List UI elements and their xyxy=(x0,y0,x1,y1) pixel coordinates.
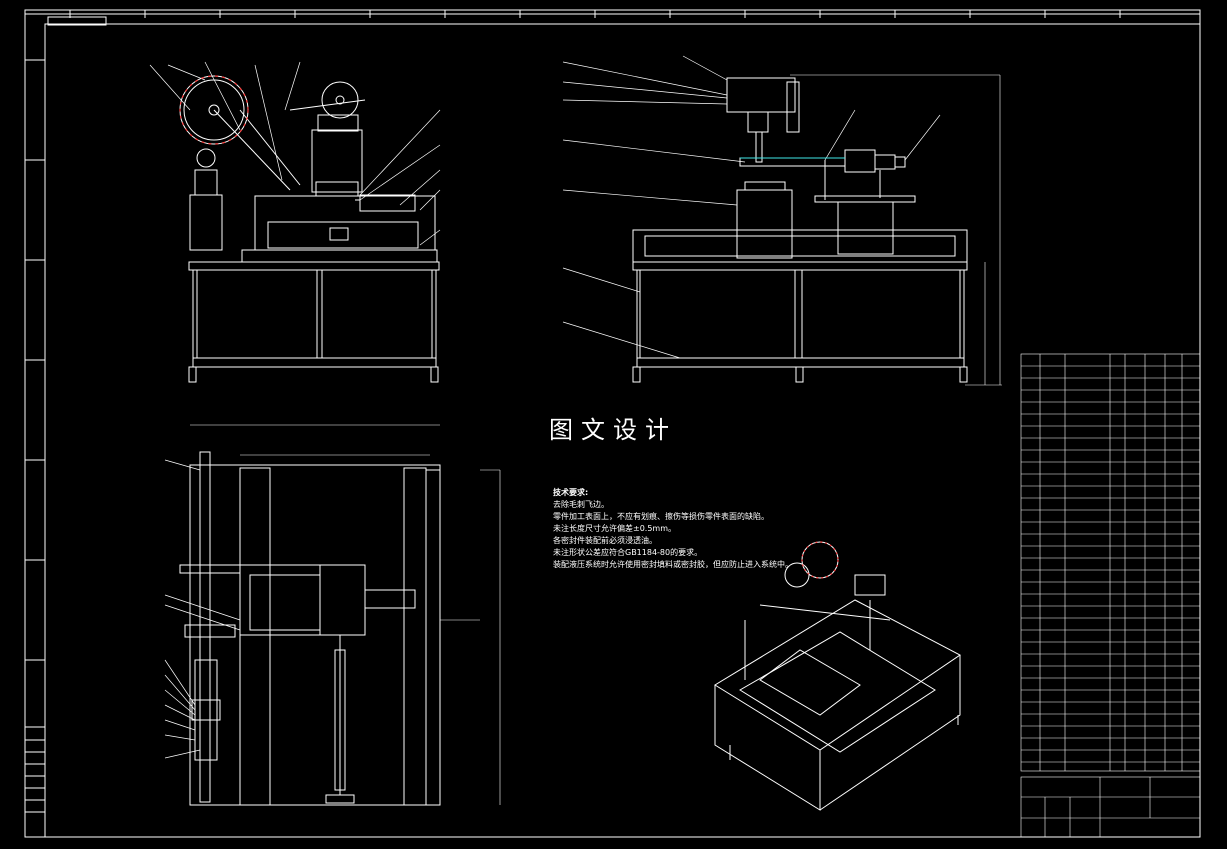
left-ruler xyxy=(25,59,45,661)
note-line: 零件加工表面上，不应有划痕、擦伤等损伤零件表面的缺陷。 xyxy=(553,512,769,521)
front-view xyxy=(149,61,441,383)
note-line: 未注形状公差应符合GB1184-80的要求。 xyxy=(553,548,703,557)
side-view xyxy=(562,55,1002,386)
accent-marks xyxy=(179,75,845,579)
left-side-block xyxy=(24,726,46,838)
title-block xyxy=(1020,776,1201,838)
notes-title: 技术要求: xyxy=(553,488,589,497)
note-line: 装配液压系统时允许使用密封填料或密封胶，但应防止进入系统中。 xyxy=(553,560,793,569)
technical-requirements: 技术要求: 去除毛刺飞边。 零件加工表面上，不应有划痕、擦伤等损伤零件表面的缺陷… xyxy=(553,487,793,571)
watermark: 图文设计 xyxy=(549,416,677,444)
note-line: 各密封件装配前必须浸透油。 xyxy=(553,536,657,545)
isometric-view xyxy=(714,541,961,811)
note-line: 去除毛刺飞边。 xyxy=(553,500,609,509)
parts-list-table xyxy=(1020,353,1201,772)
top-ruler xyxy=(69,10,1121,18)
note-line: 未注长度尺寸允许偏差±0.5mm。 xyxy=(553,524,677,533)
plan-view xyxy=(164,424,501,806)
